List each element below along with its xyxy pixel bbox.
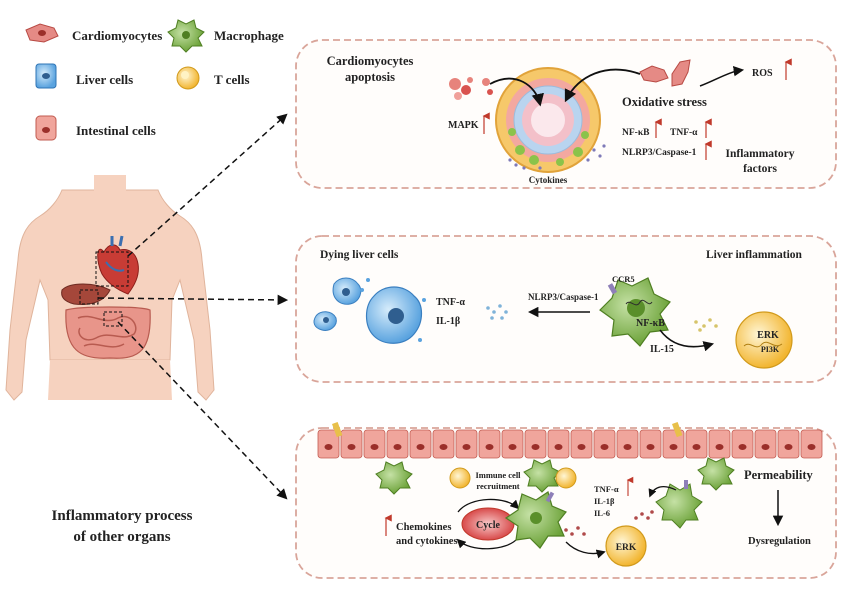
intestinal-cell-nucleus <box>370 444 379 450</box>
t-cell-icon <box>176 66 200 90</box>
gut-macrophage-top <box>523 459 561 493</box>
heart-title-line2: apoptosis <box>345 70 395 84</box>
liver-cell-icon <box>35 63 57 89</box>
intestinal-cell-nucleus <box>554 444 563 450</box>
intestinal-cell-nucleus <box>692 444 701 450</box>
liver-pi3k: PI3K <box>761 345 780 354</box>
gut-t-cell-right <box>555 467 577 489</box>
gut-panel: Immune cell recruitment Cycle Chemokines… <box>295 421 837 579</box>
liver-dying: Dying liver cells <box>320 249 399 261</box>
intestine-icon <box>65 306 151 359</box>
liver-macrophage-icon <box>599 277 671 347</box>
macrophage-icon <box>167 19 205 53</box>
heart-panel: Cardiomyocytes apoptosis Cytokines MAPK <box>295 39 837 189</box>
intestinal-cell-nucleus <box>600 444 609 450</box>
dying-liver-cells-icon <box>313 277 426 344</box>
gut-central-macrophage <box>504 491 567 549</box>
heart-nfkb: NF-κB <box>622 128 650 138</box>
legend-cardiomyocytes: Cardiomyocytes <box>72 28 162 43</box>
apoptotic-cells-icon <box>449 77 493 100</box>
liver-panel: Dying liver cells Liver inflammation TNF… <box>295 235 837 383</box>
liver-ccr5: CCR5 <box>612 274 635 284</box>
liver-nlrp3: NLRP3/Caspase-1 <box>528 292 599 302</box>
legend-t-cells: T cells <box>214 72 250 87</box>
intestinal-cell-nucleus <box>508 444 517 450</box>
intestinal-cell-nucleus <box>646 444 655 450</box>
gut-macrophage-left <box>375 461 413 495</box>
tight-junction-gap <box>672 421 683 438</box>
intestinal-cell-nucleus <box>807 444 816 450</box>
heart-cytokines: Cytokines <box>529 175 568 185</box>
organ-title-line2: of other organs <box>73 529 170 545</box>
gut-cycle: Cycle <box>476 520 500 531</box>
heart-ros: ROS <box>752 68 773 79</box>
intestinal-cell-nucleus <box>347 444 356 450</box>
human-body-figure <box>5 175 215 401</box>
liver-t-cell-icon <box>735 311 793 369</box>
tight-junction-gap <box>331 421 343 438</box>
arrow-heart-to-panel <box>127 113 288 257</box>
intestinal-cell-nucleus <box>439 444 448 450</box>
blood-vessel-cross-section <box>495 67 601 173</box>
legend-macrophage: Macrophage <box>214 28 284 43</box>
intestinal-cell-nucleus <box>393 444 402 450</box>
heart-nlrp3: NLRP3/Caspase-1 <box>622 148 697 158</box>
intestinal-cell-nucleus <box>715 444 724 450</box>
heart-inflam-line1: Inflammatory <box>726 148 795 160</box>
stressed-cardiomyocytes-icon <box>639 59 691 87</box>
gut-il1b: IL-1β <box>594 496 615 506</box>
gut-chemo-line2: and cytokines <box>396 536 458 547</box>
gut-cytokine-dots <box>564 510 654 536</box>
il15-dots <box>694 318 718 332</box>
gut-chemo-line1: Chemokines <box>396 522 451 533</box>
intestinal-cell-nucleus <box>531 444 540 450</box>
liver-erk: ERK <box>757 330 779 341</box>
liver-nfkb: NF-κB <box>636 318 665 329</box>
arrow-gut-to-panel <box>117 321 288 500</box>
cardiomyocyte-icon <box>25 23 59 43</box>
gut-t-cell-left <box>449 467 471 489</box>
intestinal-cell-icon <box>35 115 57 141</box>
cycle-icon <box>456 498 520 550</box>
intestinal-cell-nucleus <box>416 444 425 450</box>
intestinal-epithelium <box>317 421 823 459</box>
gut-erk: ERK <box>616 543 637 553</box>
arrow-liver-to-panel <box>97 294 289 306</box>
gut-t-cell-erk <box>605 525 647 567</box>
heart-mapk: MAPK <box>448 120 479 131</box>
heart-inflam-line2: factors <box>743 163 777 175</box>
intestinal-cell-nucleus <box>324 444 333 450</box>
liver-il1b: IL-1β <box>436 316 460 327</box>
liver-tnfa: TNF-α <box>436 297 465 308</box>
intestinal-cell-nucleus <box>738 444 747 450</box>
legend-intestinal-cells: Intestinal cells <box>76 123 156 138</box>
gut-dysregulation: Dysregulation <box>748 536 811 547</box>
intestinal-cell-nucleus <box>761 444 770 450</box>
liver-il15: IL-15 <box>650 344 674 355</box>
heart-oxidative-stress: Oxidative stress <box>622 95 707 109</box>
gut-recruit-line1: Immune cell <box>475 470 521 480</box>
intestinal-cell-nucleus <box>485 444 494 450</box>
gut-permeability: Permeability <box>744 468 813 482</box>
gut-macrophage-right <box>697 457 735 491</box>
intestinal-cell-nucleus <box>577 444 586 450</box>
cytokine-dots <box>508 144 606 170</box>
organ-title-line1: Inflammatory process <box>52 508 193 524</box>
intestinal-cell-nucleus <box>784 444 793 450</box>
liver-inflammation: Liver inflammation <box>706 249 803 261</box>
intestinal-cell-nucleus <box>669 444 678 450</box>
legend: Cardiomyocytes Macrophage Liver cells T … <box>25 19 284 141</box>
heart-title-line1: Cardiomyocytes <box>327 54 414 68</box>
intestinal-cell-nucleus <box>462 444 471 450</box>
heart-tnfa: TNF-α <box>670 128 698 138</box>
gut-il6: IL-6 <box>594 508 610 518</box>
gut-macrophage-lower-right <box>655 480 703 529</box>
intestinal-cell-nucleus <box>623 444 632 450</box>
gut-recruit-line2: recruitment <box>476 481 519 491</box>
liver-cytokine-dots <box>486 304 508 320</box>
gut-tnfa: TNF-α <box>594 484 619 494</box>
legend-liver-cells: Liver cells <box>76 72 133 87</box>
